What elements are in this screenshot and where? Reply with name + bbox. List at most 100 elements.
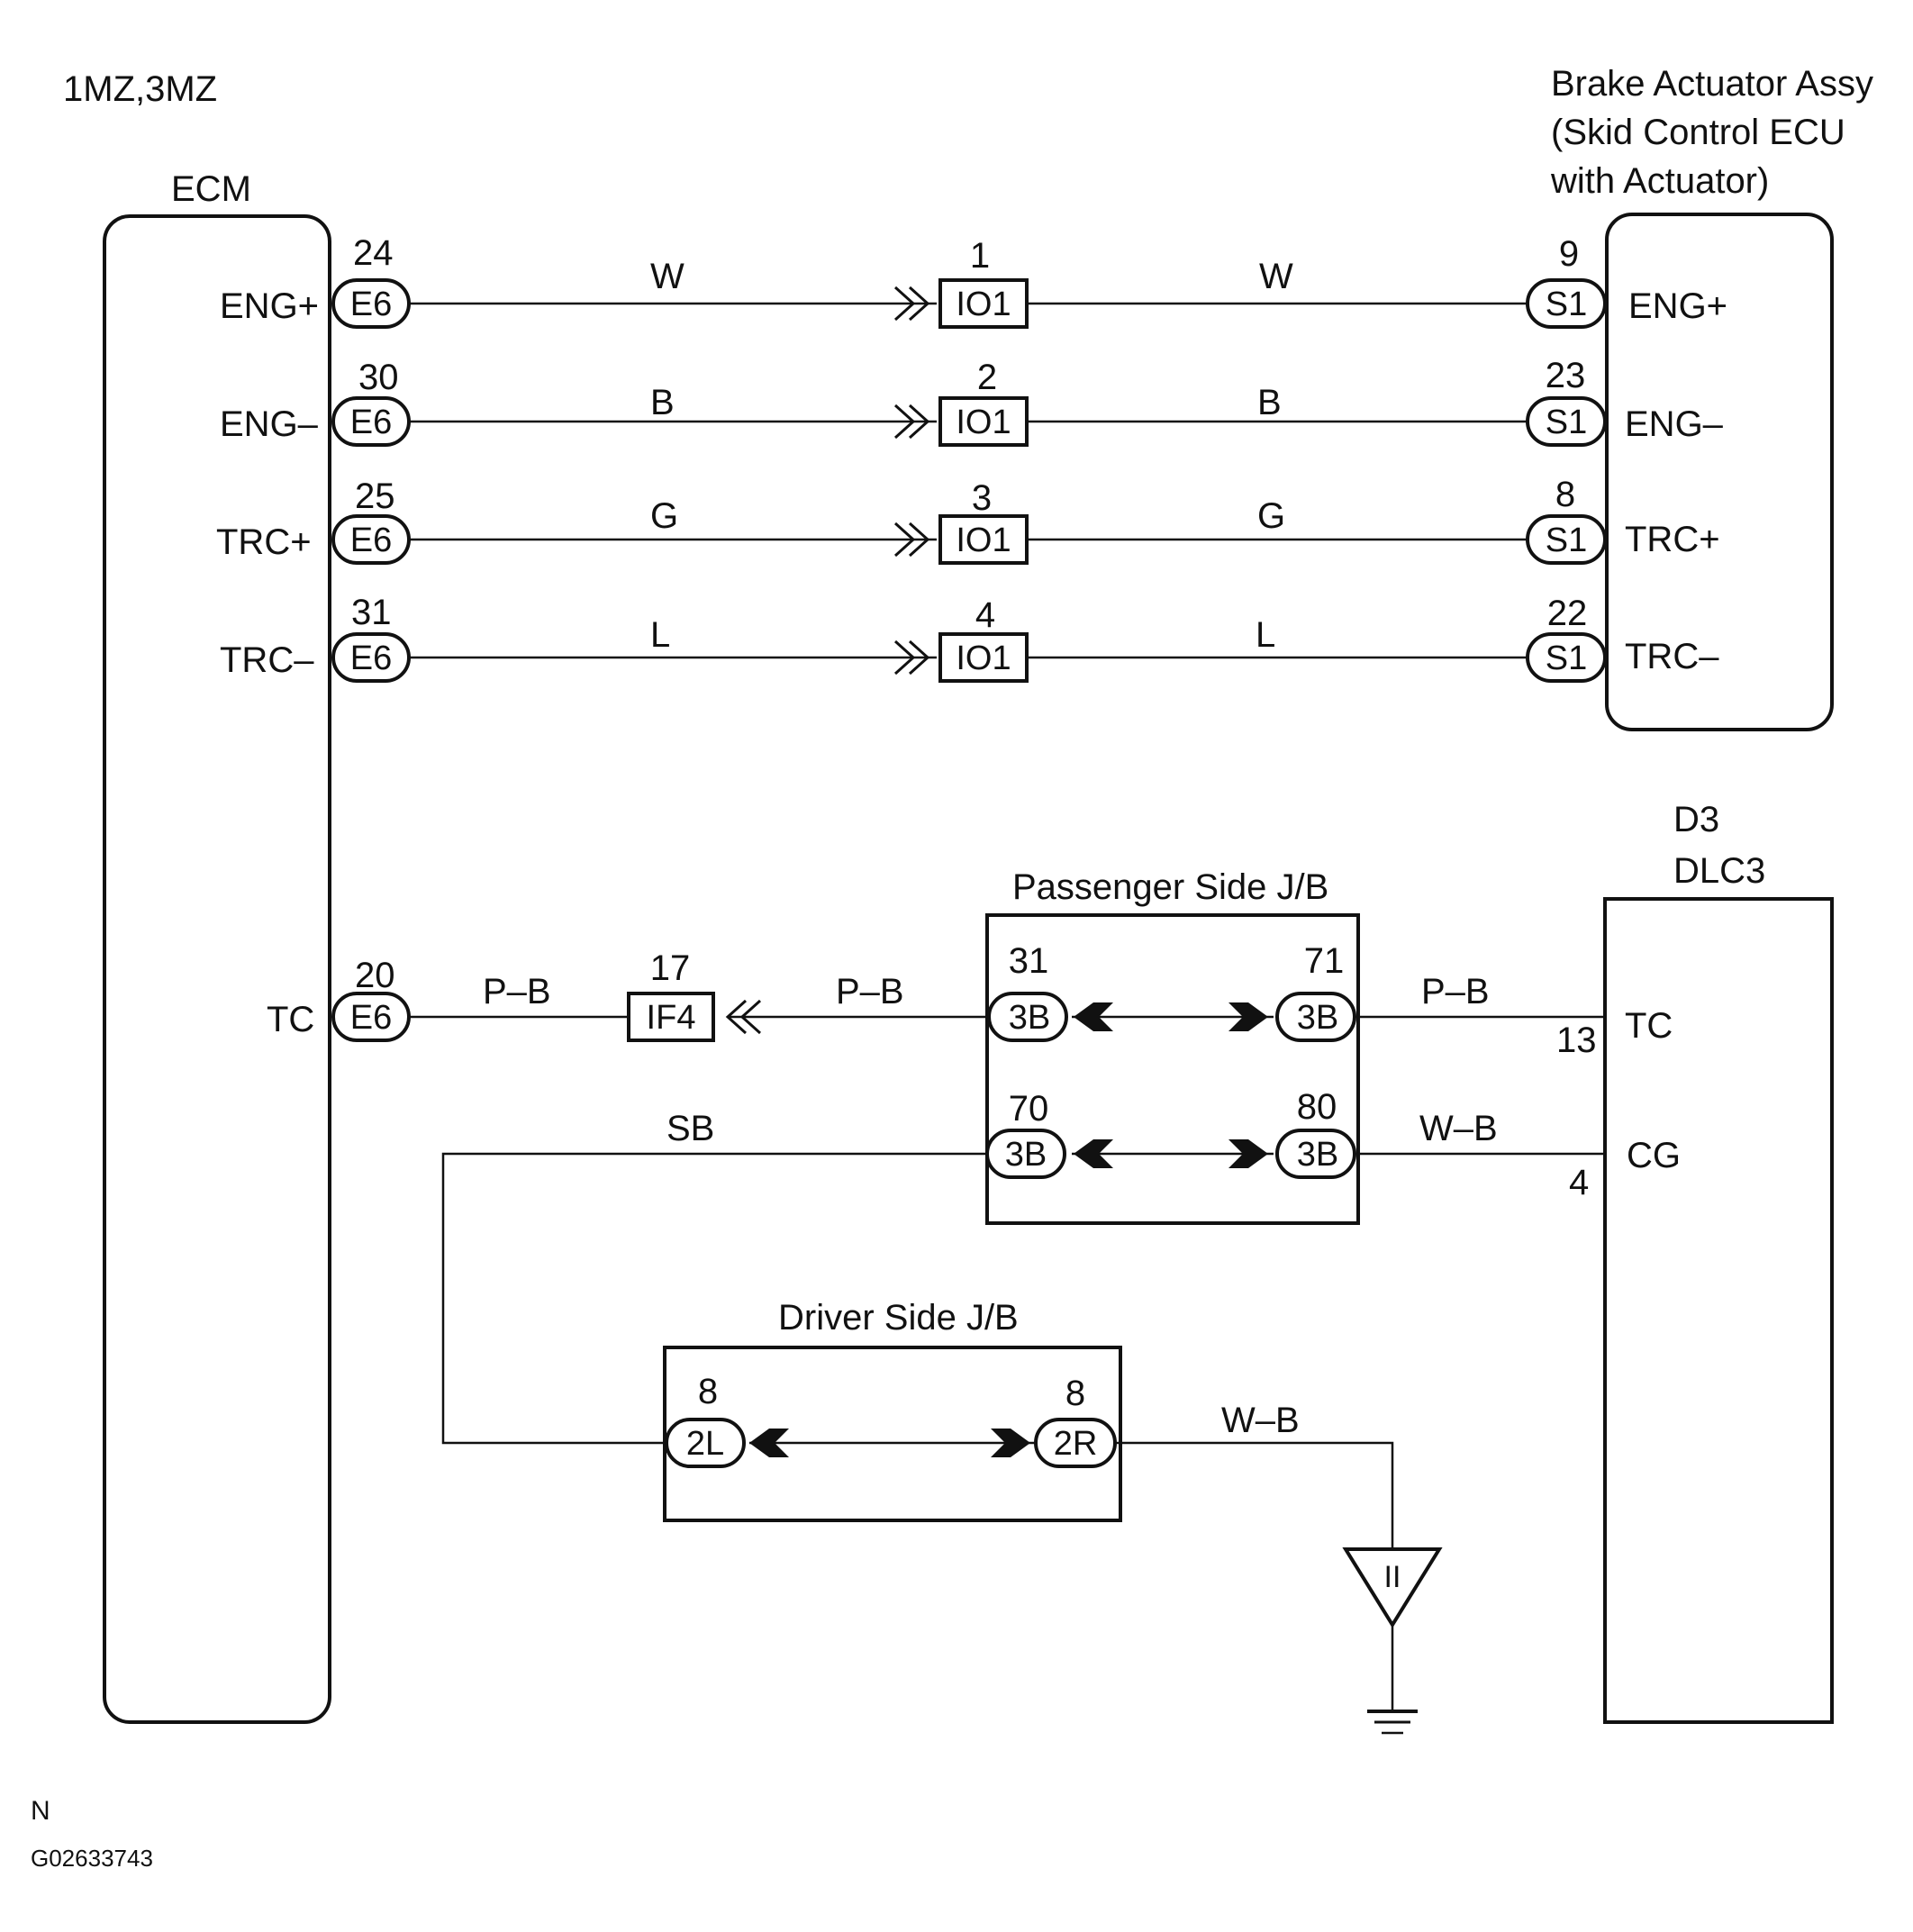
dlc3-pin-number: 4 bbox=[1569, 1163, 1589, 1202]
if4-pin-number: 17 bbox=[650, 948, 691, 988]
io-connector bbox=[938, 632, 1029, 683]
cg-circuit: SB W–B 4 CG bbox=[441, 1109, 1681, 1445]
actuator-pin-label: TRC– bbox=[1625, 637, 1719, 676]
driver-jb-title: Driver Side J/B bbox=[778, 1298, 1019, 1338]
io-pin-number: 2 bbox=[977, 358, 997, 397]
actuator-connector bbox=[1526, 514, 1607, 565]
ecm-box bbox=[103, 214, 331, 1724]
signal-row-eng-minus: ENG– 30 E6 B 2 IO1 B 23 S1 ENG– bbox=[220, 356, 1724, 447]
actuator-title-line-2: (Skid Control ECU bbox=[1551, 113, 1845, 152]
ecm-pin-number: 30 bbox=[358, 358, 399, 397]
dlc3-title-line-2: DLC3 bbox=[1673, 851, 1765, 891]
io-pin-number: 4 bbox=[975, 595, 995, 635]
ecm-connector-id: E6 bbox=[350, 999, 392, 1037]
jb-pin-number: 71 bbox=[1304, 941, 1345, 981]
wire-color: B bbox=[1257, 383, 1282, 422]
ecm-pin-number: 20 bbox=[355, 956, 395, 995]
ecm-connector-id: E6 bbox=[350, 404, 392, 441]
ecm-pin-number: 24 bbox=[353, 233, 394, 273]
jb-pin-number: 70 bbox=[1009, 1089, 1049, 1129]
ecm-connector-id: E6 bbox=[350, 639, 392, 677]
actuator-connector-id: S1 bbox=[1546, 286, 1587, 323]
wire-color: B bbox=[650, 383, 675, 422]
passenger-junction-block: Passenger Side J/B 31 71 3B 3B 70 80 3B … bbox=[985, 867, 1360, 1225]
wire-color: W–B bbox=[1221, 1401, 1300, 1440]
io-connector-id: IO1 bbox=[956, 639, 1011, 677]
ecm-connector-id: E6 bbox=[350, 286, 392, 323]
ecm-connector bbox=[331, 632, 411, 683]
ecm-pin-label: TRC– bbox=[220, 640, 314, 680]
actuator-connector bbox=[1526, 396, 1607, 447]
jb-pin-number: 31 bbox=[1009, 941, 1049, 981]
io-connector bbox=[938, 278, 1029, 329]
engine-label: 1MZ,3MZ bbox=[63, 69, 217, 109]
ecm-connector bbox=[331, 514, 411, 565]
ecm-pin-label: TC bbox=[267, 1000, 314, 1039]
actuator-pin-number: 23 bbox=[1546, 356, 1586, 395]
wire-color: W–B bbox=[1419, 1109, 1498, 1148]
driver-junction-block: Driver Side J/B 8 8 2L 2R bbox=[663, 1298, 1122, 1522]
actuator-pin-label: TRC+ bbox=[1625, 520, 1720, 559]
actuator-connector-id: S1 bbox=[1546, 639, 1587, 677]
actuator-title-line-1: Brake Actuator Assy bbox=[1551, 64, 1873, 104]
jb-pin-number: 80 bbox=[1297, 1087, 1337, 1127]
dlc3-box bbox=[1603, 897, 1834, 1724]
figure-id: G02633743 bbox=[31, 1845, 153, 1872]
io-connector-id: IO1 bbox=[956, 404, 1011, 441]
io-connector-id: IO1 bbox=[956, 522, 1011, 559]
jb-connector bbox=[987, 992, 1068, 1042]
tc-circuit: TC 20 E6 P–B 17 IF4 P–B P–B 13 TC bbox=[267, 948, 1673, 1060]
actuator-connector-id: S1 bbox=[1546, 522, 1587, 559]
ecm-pin-number: 31 bbox=[351, 593, 392, 632]
actuator-connector bbox=[1526, 632, 1607, 683]
wire-color: L bbox=[650, 615, 670, 655]
actuator-pin-number: 22 bbox=[1547, 594, 1588, 633]
ecm-pin-label: ENG+ bbox=[220, 286, 319, 326]
io-pin-number: 1 bbox=[970, 236, 990, 276]
io-pin-number: 3 bbox=[972, 478, 992, 518]
actuator-pin-label: ENG+ bbox=[1628, 286, 1727, 326]
jb-connector-id: 3B bbox=[1009, 999, 1050, 1037]
passenger-jb-title: Passenger Side J/B bbox=[1012, 867, 1328, 907]
actuator-pin-number: 9 bbox=[1559, 234, 1579, 274]
wire-color: P–B bbox=[836, 972, 904, 1011]
ecm-title: ECM bbox=[171, 169, 251, 209]
jb-connector-id: 2R bbox=[1054, 1425, 1098, 1463]
jb-connector-id: 3B bbox=[1005, 1136, 1047, 1174]
io-connector-id: IO1 bbox=[956, 286, 1011, 323]
ground-point-id: II bbox=[1384, 1560, 1401, 1594]
ecm-connector bbox=[331, 278, 411, 329]
ecm-connector bbox=[331, 396, 411, 447]
jb-connector bbox=[1275, 1129, 1356, 1179]
wire-color: W bbox=[650, 257, 685, 296]
io-connector bbox=[938, 514, 1029, 565]
jb-pin-number: 8 bbox=[1065, 1374, 1085, 1413]
jb-pin-number: 8 bbox=[698, 1372, 718, 1411]
wire-color: SB bbox=[666, 1109, 714, 1148]
wire-color: L bbox=[1256, 615, 1275, 655]
jb-connector-id: 3B bbox=[1297, 1136, 1338, 1174]
wire-color: P–B bbox=[1421, 972, 1490, 1011]
ecm-connector-id: E6 bbox=[350, 522, 392, 559]
ground-point-marker bbox=[1342, 1547, 1443, 1628]
ecm-pin-label: TRC+ bbox=[216, 522, 312, 562]
dlc3-pin-label: CG bbox=[1627, 1136, 1681, 1175]
wire-color: P–B bbox=[483, 972, 551, 1011]
actuator-pin-number: 8 bbox=[1555, 475, 1575, 514]
ground-circuit: W–B II bbox=[1115, 1401, 1443, 1735]
wire-color: W bbox=[1259, 257, 1293, 296]
ecm-pin-label: ENG– bbox=[220, 404, 319, 444]
actuator-box bbox=[1605, 213, 1834, 731]
wire-color: G bbox=[650, 496, 678, 536]
io-connector bbox=[938, 396, 1029, 447]
actuator-title-line-3: with Actuator) bbox=[1550, 161, 1769, 201]
jb-connector bbox=[665, 1418, 746, 1468]
signal-row-trc-plus: TRC+ 25 E6 G 3 IO1 G 8 S1 TRC+ bbox=[216, 475, 1720, 565]
actuator-connector bbox=[1526, 278, 1607, 329]
dlc3-pin-label: TC bbox=[1625, 1006, 1673, 1046]
wire-color: G bbox=[1257, 496, 1285, 536]
jb-connector bbox=[1275, 992, 1356, 1042]
jb-connector-id: 2L bbox=[686, 1425, 724, 1463]
signal-row-trc-minus: TRC– 31 E6 L 4 IO1 L 22 S1 TRC– bbox=[220, 593, 1719, 683]
